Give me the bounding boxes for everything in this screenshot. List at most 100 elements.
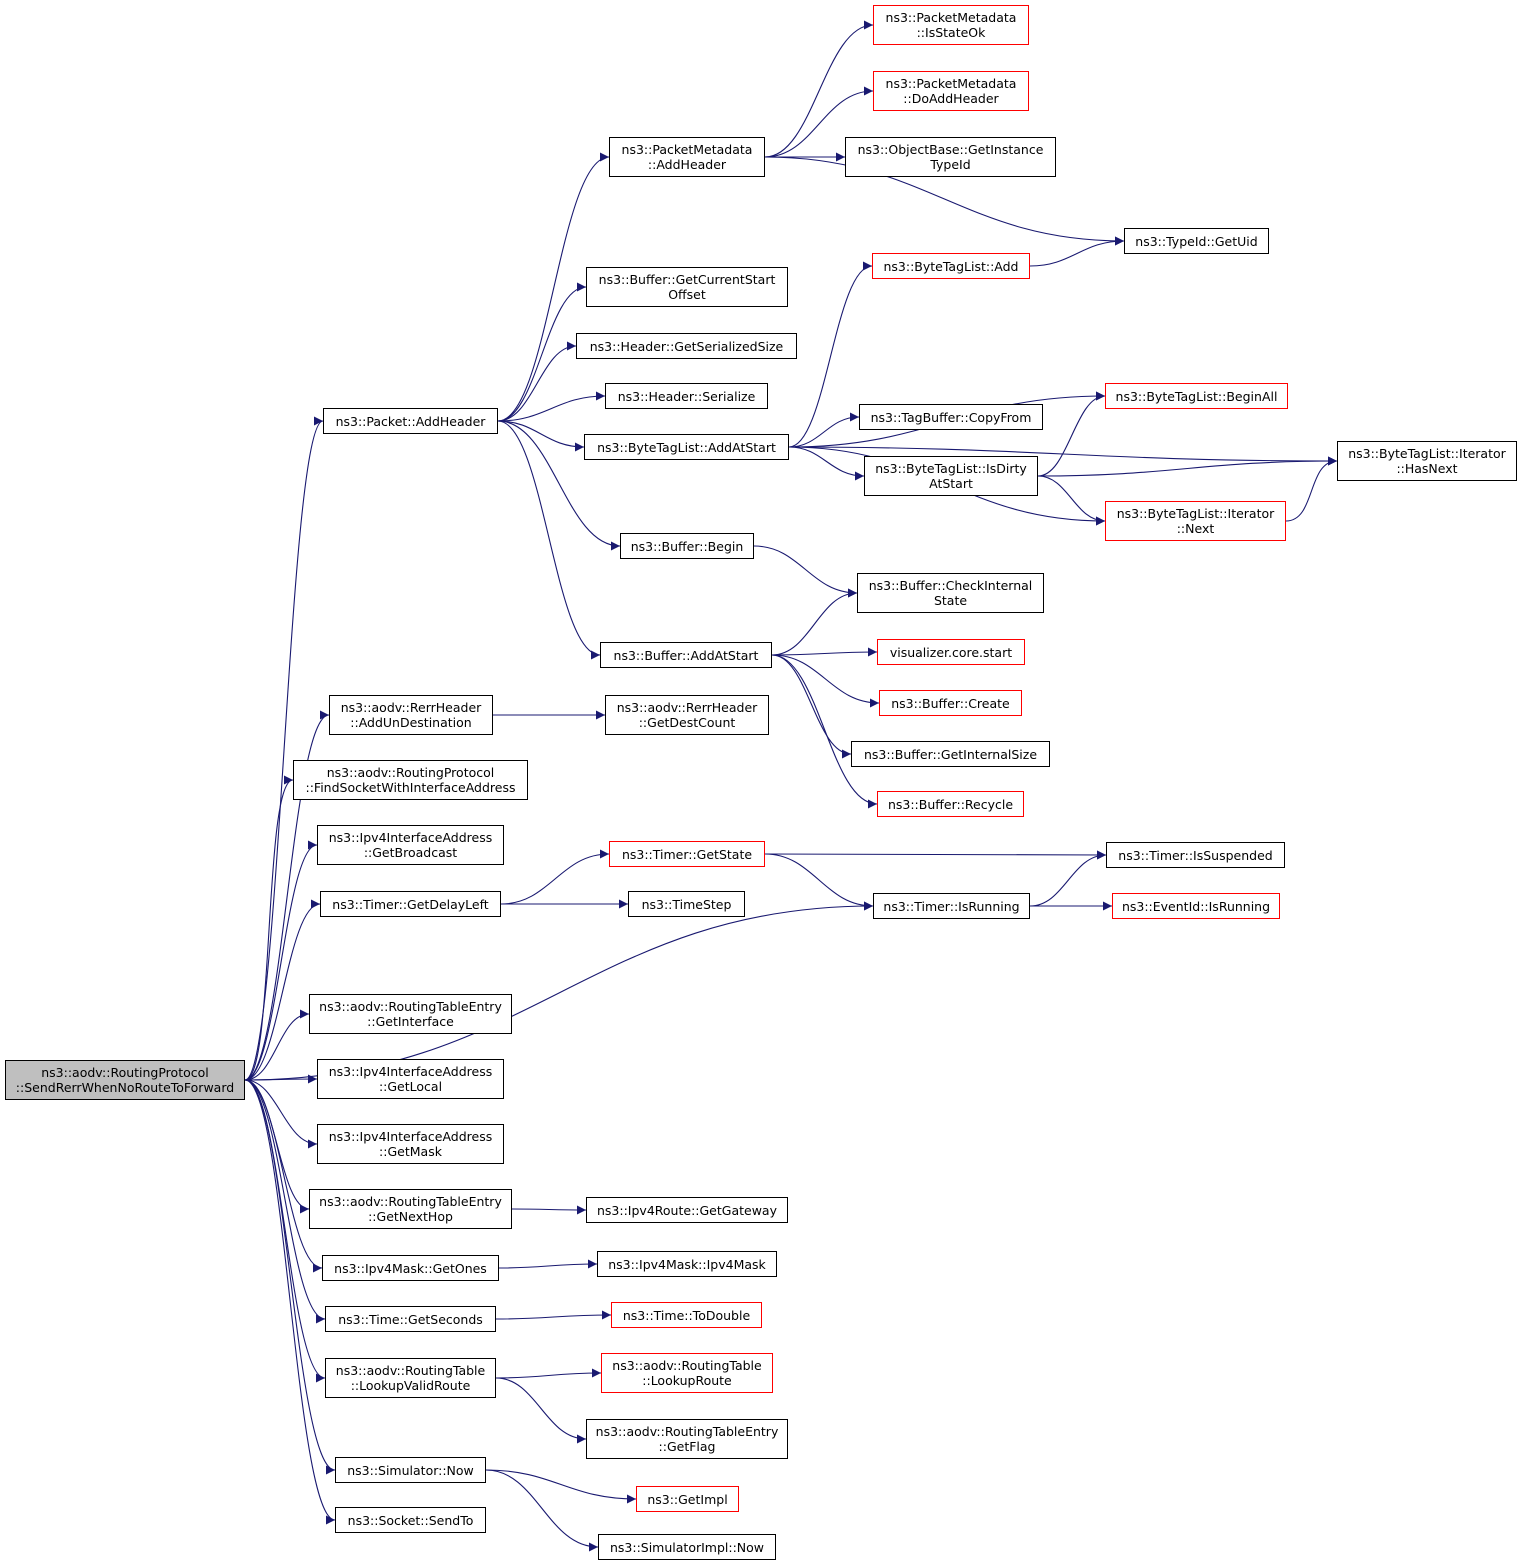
edge-root-to-sim-now — [244, 1079, 336, 1475]
node-rte-getflag[interactable]: ns3::aodv::RoutingTableEntry::GetFlag — [586, 1419, 788, 1459]
node-ipv4route-getgateway[interactable]: ns3::Ipv4Route::GetGateway — [586, 1197, 788, 1223]
node-simimpl-now[interactable]: ns3::SimulatorImpl::Now — [598, 1534, 776, 1560]
node-label-line: ns3::Timer::IsSuspended — [1118, 847, 1273, 863]
node-btl-iter-hasnext[interactable]: ns3::ByteTagList::Iterator::HasNext — [1337, 441, 1517, 481]
node-vis-core-start[interactable]: visualizer.core.start — [877, 639, 1025, 665]
node-label-line: ns3::aodv::RoutingTableEntry — [319, 999, 502, 1014]
node-label-line: ns3::Timer::GetState — [621, 846, 753, 862]
edge-sim-now-to-simimpl-now — [485, 1469, 599, 1552]
node-label-line: ns3::aodv::RoutingTable — [335, 1363, 486, 1378]
node-label-line: ::LookupValidRoute — [350, 1378, 471, 1393]
edge-sim-now-to-getimpl — [485, 1469, 637, 1504]
edge-root-to-timer-getdelayleft — [244, 899, 321, 1081]
node-label-line: ns3::Buffer::Create — [891, 695, 1010, 711]
node-buf-addatstart[interactable]: ns3::Buffer::AddAtStart — [600, 642, 772, 668]
node-label-line: ns3::Ipv4InterfaceAddress — [328, 830, 493, 845]
node-label-line: ns3::ByteTagList::BeginAll — [1115, 388, 1278, 404]
node-pm-isstateok[interactable]: ns3::PacketMetadata::IsStateOk — [873, 5, 1029, 45]
node-label-line: ns3::PacketMetadata — [621, 142, 753, 157]
node-pm-doaddheader[interactable]: ns3::PacketMetadata::DoAddHeader — [873, 71, 1029, 111]
edge-pm-addheader-to-typeid-getuid — [764, 156, 1125, 246]
node-ipv4ia-getmask[interactable]: ns3::Ipv4InterfaceAddress::GetMask — [317, 1124, 504, 1164]
node-rt-lookuproute[interactable]: ns3::aodv::RoutingTable::LookupRoute — [601, 1353, 773, 1393]
node-label-line: ns3::PacketMetadata — [885, 10, 1017, 25]
edge-pm-addheader-to-pm-isstateok — [764, 20, 874, 158]
node-label-line: ns3::Buffer::Recycle — [887, 796, 1014, 812]
node-label-line: ns3::Buffer::GetCurrentStart — [598, 272, 776, 287]
node-label-line: ::DoAddHeader — [903, 91, 999, 106]
node-label-line: ns3::Buffer::CheckInternal — [868, 578, 1033, 593]
node-label-line: Offset — [668, 287, 706, 302]
node-label-line: ns3::Ipv4Mask::GetOnes — [334, 1260, 487, 1276]
node-btl-add[interactable]: ns3::ByteTagList::Add — [872, 253, 1030, 279]
node-eventid-isrunning[interactable]: ns3::EventId::IsRunning — [1112, 893, 1280, 919]
node-label-line: ::HasNext — [1396, 461, 1458, 476]
node-timestep[interactable]: ns3::TimeStep — [628, 891, 745, 917]
edge-rt-lookupvalidroute-to-rt-lookuproute — [495, 1368, 602, 1379]
node-label-line: AtStart — [929, 476, 973, 491]
node-time-todouble[interactable]: ns3::Time::ToDouble — [611, 1302, 762, 1328]
edge-buf-begin-to-buf-checkinternalstate — [753, 545, 858, 598]
node-timer-issuspended[interactable]: ns3::Timer::IsSuspended — [1106, 842, 1285, 868]
node-label-line: ns3::Time::GetSeconds — [338, 1311, 483, 1327]
node-hdr-getserializedsize[interactable]: ns3::Header::GetSerializedSize — [576, 333, 797, 359]
edge-root-to-ipv4mask-getones — [244, 1079, 323, 1273]
node-buf-create[interactable]: ns3::Buffer::Create — [879, 690, 1022, 716]
node-socket-sendto[interactable]: ns3::Socket::SendTo — [335, 1507, 486, 1533]
node-label-line: State — [933, 593, 968, 608]
node-label-line: ns3::Timer::GetDelayLeft — [332, 896, 489, 912]
edge-timer-getstate-to-timer-issuspended — [764, 850, 1107, 860]
edge-btl-addatstart-to-tagbuffer-copyfrom — [788, 412, 860, 448]
edge-btl-addatstart-to-btl-add — [788, 261, 873, 448]
node-label-line: ns3::Header::GetSerializedSize — [589, 338, 784, 354]
node-getimpl[interactable]: ns3::GetImpl — [636, 1486, 739, 1512]
node-timer-getdelayleft[interactable]: ns3::Timer::GetDelayLeft — [320, 891, 501, 917]
node-label-line: ::AddHeader — [647, 157, 727, 172]
node-packet-addheader[interactable]: ns3::Packet::AddHeader — [323, 408, 498, 434]
edge-buf-addatstart-to-buf-create — [771, 654, 880, 708]
node-sim-now[interactable]: ns3::Simulator::Now — [335, 1457, 486, 1483]
node-hdr-serialize[interactable]: ns3::Header::Serialize — [605, 383, 768, 409]
node-timer-isrunning[interactable]: ns3::Timer::IsRunning — [873, 893, 1030, 919]
node-rp-findsocket[interactable]: ns3::aodv::RoutingProtocol::FindSocketWi… — [293, 760, 528, 800]
node-label-line: ::IsStateOk — [916, 25, 986, 40]
node-btl-beginall[interactable]: ns3::ByteTagList::BeginAll — [1105, 383, 1288, 409]
node-label-line: ns3::TimeStep — [641, 896, 732, 912]
node-rerr-addundestination[interactable]: ns3::aodv::RerrHeader::AddUnDestination — [329, 695, 493, 735]
node-buf-recycle[interactable]: ns3::Buffer::Recycle — [877, 791, 1024, 817]
edge-time-getseconds-to-time-todouble — [495, 1310, 612, 1320]
edge-packet-addheader-to-hdr-serialize — [497, 391, 606, 422]
edge-packet-addheader-to-buf-begin — [497, 420, 621, 551]
node-tagbuffer-copyfrom[interactable]: ns3::TagBuffer::CopyFrom — [859, 404, 1043, 430]
node-label-line: ::LookupRoute — [642, 1373, 732, 1388]
node-pm-addheader[interactable]: ns3::PacketMetadata::AddHeader — [609, 137, 765, 177]
edge-btl-addatstart-to-btl-isdirtyatstart — [788, 446, 865, 481]
edge-rte-getnexthop-to-ipv4route-getgateway — [511, 1205, 587, 1215]
node-label-line: ns3::Header::Serialize — [617, 388, 756, 404]
node-timer-getstate[interactable]: ns3::Timer::GetState — [609, 841, 765, 867]
node-buf-getinternalsize[interactable]: ns3::Buffer::GetInternalSize — [851, 741, 1050, 767]
node-btl-iter-next[interactable]: ns3::ByteTagList::Iterator::Next — [1105, 501, 1286, 541]
node-ipv4ia-getlocal[interactable]: ns3::Ipv4InterfaceAddress::GetLocal — [317, 1059, 504, 1099]
node-ipv4mask-getones[interactable]: ns3::Ipv4Mask::GetOnes — [322, 1255, 499, 1281]
node-label-line: ns3::aodv::RoutingProtocol — [326, 765, 495, 780]
node-btl-addatstart[interactable]: ns3::ByteTagList::AddAtStart — [584, 434, 789, 460]
node-time-getseconds[interactable]: ns3::Time::GetSeconds — [325, 1306, 496, 1332]
node-ipv4mask-ipv4mask[interactable]: ns3::Ipv4Mask::Ipv4Mask — [597, 1251, 777, 1277]
node-buf-begin[interactable]: ns3::Buffer::Begin — [620, 533, 754, 559]
node-rte-getnexthop[interactable]: ns3::aodv::RoutingTableEntry::GetNextHop — [309, 1189, 512, 1229]
node-rte-getinterface[interactable]: ns3::aodv::RoutingTableEntry::GetInterfa… — [309, 994, 512, 1034]
node-root: ns3::aodv::RoutingProtocol::SendRerrWhen… — [5, 1060, 245, 1100]
node-label-line: ns3::TagBuffer::CopyFrom — [870, 409, 1032, 425]
node-label-line: ns3::ByteTagList::Add — [883, 258, 1019, 274]
node-rerr-getdestcount[interactable]: ns3::aodv::RerrHeader::GetDestCount — [605, 695, 769, 735]
node-rt-lookupvalidroute[interactable]: ns3::aodv::RoutingTable::LookupValidRout… — [325, 1358, 496, 1398]
node-typeid-getuid[interactable]: ns3::TypeId::GetUid — [1124, 228, 1269, 254]
node-ipv4ia-getbroadcast[interactable]: ns3::Ipv4InterfaceAddress::GetBroadcast — [317, 825, 504, 865]
